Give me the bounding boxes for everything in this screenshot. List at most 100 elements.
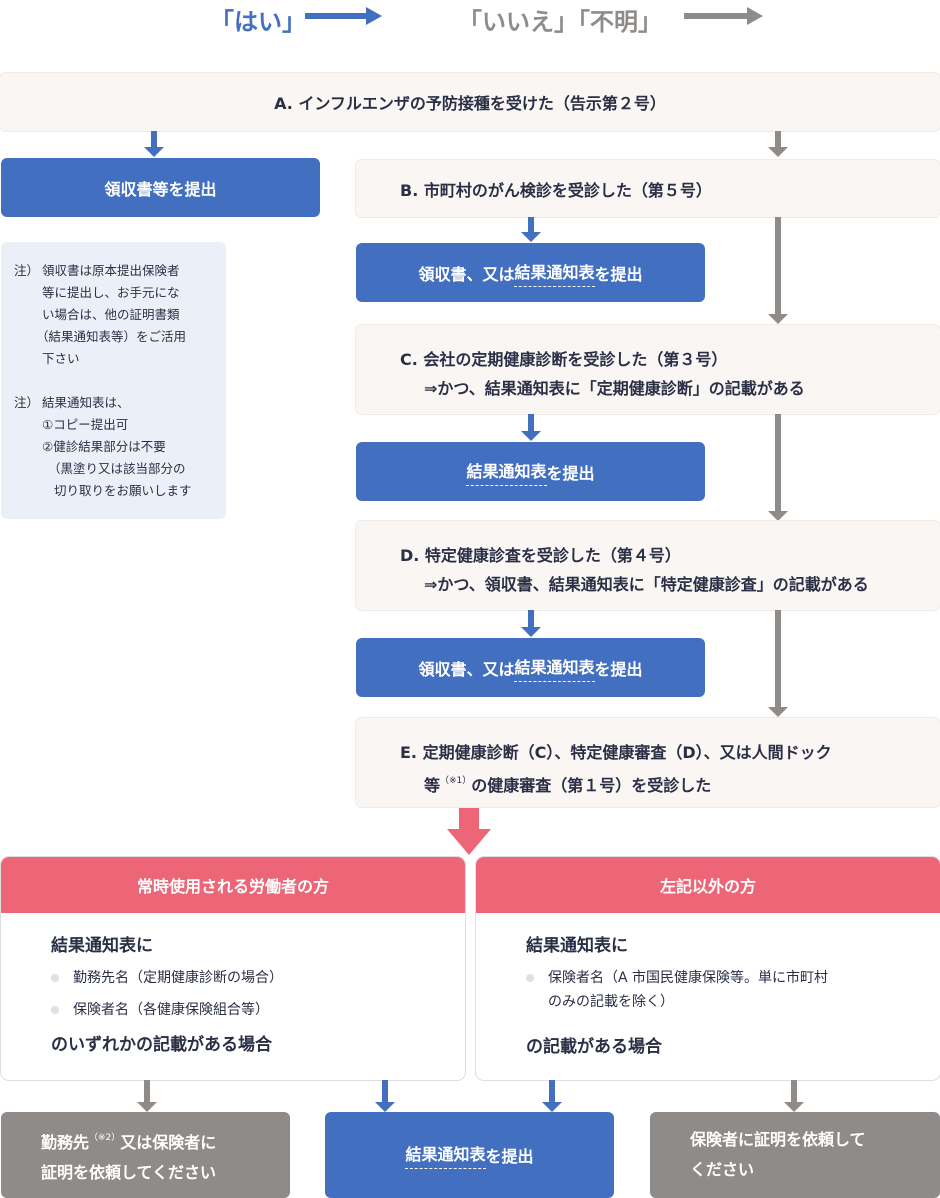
card-regular-worker-footer: のいずれかの記載がある場合	[51, 1035, 272, 1055]
c-yes-arrow-line	[528, 414, 534, 432]
a-no-arrow-line	[775, 131, 781, 148]
action-submit-receipts-label: 領収書等を提出	[104, 179, 217, 199]
question-d-line2: ⇒かつ、領収書、結果通知表に「特定健康診査」の記載がある	[424, 575, 869, 594]
note-1-line: い場合は、他の証明書類	[42, 307, 180, 322]
a-no-arrow-icon	[768, 147, 788, 157]
question-c-line1: C. 会社の定期健康診断を受診した（第３号）	[400, 350, 728, 369]
action-b-post: を提出	[594, 264, 643, 284]
notes-panel: 注） 領収書は原本提出保険者 等に提出し、お手元にな い場合は、他の証明書類 （…	[1, 242, 226, 519]
card-list-item: 保険者名（各健康保険組合等）	[51, 998, 465, 1022]
note-2-line: ②健診結果部分は不要	[42, 439, 166, 454]
card-others-subtitle: 結果通知表に	[526, 936, 628, 956]
question-b: B. 市町村のがん検診を受診した（第５号）	[356, 160, 940, 217]
card-regular-worker: 常時使用される労働者の方 結果通知表に 勤務先名（定期健康診断の場合） 保険者名…	[1, 857, 465, 1080]
question-e: E. 定期健康診断（C）、特定健康審査（D）、又は人間ドック 等（※1）の健康審…	[356, 718, 940, 807]
question-a: A. インフルエンザの予防接種を受けた（告示第２号）	[0, 73, 940, 131]
outcome-ask-insurer: 保険者に証明を依頼して ください	[650, 1112, 940, 1198]
note-2-prefix: 注）	[14, 395, 40, 410]
d-no-arrow-line	[775, 610, 781, 708]
outcome-ask-employer-or-insurer: 勤務先（※2）又は保険者に 証明を依頼してください	[1, 1112, 290, 1198]
action-c-underlined: 結果通知表	[466, 458, 547, 486]
other-no-arrow-icon	[784, 1102, 804, 1112]
question-b-text: B. 市町村のがん検診を受診した（第５号）	[400, 180, 712, 200]
note-2-line: 切り取りをお願いします	[54, 483, 192, 498]
question-d: D. 特定健康診査を受診した（第４号） ⇒かつ、領収書、結果通知表に「特定健康診…	[356, 521, 940, 610]
bullet-icon	[526, 974, 534, 982]
outcome-submit-result-notice: 結果通知表を提出	[325, 1112, 614, 1198]
b-no-arrow-icon	[768, 314, 788, 324]
legend-no-label: 「いいえ」「不明」	[458, 8, 662, 36]
legend-yes-arrow-icon	[366, 7, 382, 25]
outcome-center-post: を提出	[485, 1147, 534, 1166]
question-d-line1: D. 特定健康診査を受診した（第４号）	[400, 546, 681, 565]
action-d-post: を提出	[594, 659, 643, 679]
card-list-item: 保険者名（A 市国民健康保険等。単に市町村	[526, 966, 940, 990]
card-list-item: 勤務先名（定期健康診断の場合）	[51, 966, 465, 990]
action-b-pre: 領収書、又は	[418, 264, 515, 284]
action-submit-receipt-or-result-d: 領収書、又は結果通知表を提出	[356, 638, 705, 697]
legend-yes-arrow-line	[305, 13, 367, 19]
note-1-line: 領収書は原本提出保険者	[42, 263, 180, 278]
c-no-arrow-icon	[768, 511, 788, 521]
card-others: 左記以外の方 結果通知表に 保険者名（A 市国民健康保険等。単に市町村 のみの記…	[476, 857, 940, 1080]
note-1: 注） 領収書は原本提出保険者 等に提出し、お手元にな い場合は、他の証明書類 （…	[14, 260, 226, 370]
card-others-title: 左記以外の方	[476, 857, 940, 913]
other-yes-arrow-icon	[542, 1102, 562, 1112]
action-submit-result-notice: 結果通知表を提出	[356, 442, 705, 501]
d-yes-arrow-icon	[521, 627, 541, 637]
action-d-underlined: 結果通知表	[514, 654, 595, 682]
card-others-footer: の記載がある場合	[526, 1037, 662, 1057]
c-no-arrow-line	[775, 414, 781, 512]
footnote-ref-2: （※2）	[89, 1132, 121, 1143]
action-d-pre: 領収書、又は	[418, 659, 515, 679]
c-yes-arrow-icon	[521, 431, 541, 441]
card-regular-worker-subtitle: 結果通知表に	[51, 936, 153, 956]
b-yes-arrow-line	[528, 217, 534, 233]
question-e-line2-pre: 等	[424, 776, 441, 795]
bullet-icon	[51, 974, 59, 982]
note-2-line: 結果通知表は、	[42, 395, 130, 410]
b-yes-arrow-icon	[521, 232, 541, 242]
question-e-line1: E. 定期健康診断（C）、特定健康審査（D）、又は人間ドック	[400, 743, 832, 762]
outcome-right-line1: 保険者に証明を依頼して	[690, 1130, 866, 1149]
note-2-line: （黒塗り又は該当部分の	[48, 461, 186, 476]
other-yes-arrow-line	[549, 1080, 555, 1103]
b-no-arrow-line	[775, 217, 781, 315]
a-yes-arrow-line	[151, 131, 157, 148]
outcome-center-underlined: 結果通知表	[405, 1141, 486, 1169]
worker-no-arrow-line	[144, 1080, 150, 1103]
bullet-icon	[51, 1006, 59, 1014]
card-regular-worker-title: 常時使用される労働者の方	[1, 857, 465, 913]
note-2-line: ①コピー提出可	[42, 417, 129, 432]
d-yes-arrow-line	[528, 610, 534, 628]
legend-yes-label: 「はい」	[210, 8, 306, 36]
note-1-line: （結果通知表等）をご活用	[36, 329, 187, 344]
question-a-text: A. インフルエンザの予防接種を受けた（告示第２号）	[274, 94, 666, 113]
question-c: C. 会社の定期健康診断を受診した（第３号） ⇒かつ、結果通知表に「定期健康診断…	[356, 325, 940, 414]
card-list-item-text: 保険者名（A 市国民健康保険等。単に市町村	[548, 970, 829, 986]
question-e-line2-post: の健康審査（第１号）を受診した	[471, 776, 712, 795]
worker-yes-arrow-line	[382, 1080, 388, 1103]
action-submit-receipts: 領収書等を提出	[1, 158, 320, 217]
split-arrow-icon	[447, 829, 491, 855]
legend-no-arrow-icon	[747, 7, 763, 25]
worker-no-arrow-icon	[137, 1102, 157, 1112]
action-submit-receipt-or-result: 領収書、又は結果通知表を提出	[356, 243, 705, 302]
card-list-item-continued: のみの記載を除く）	[526, 990, 940, 1014]
note-1-line: 等に提出し、お手元にな	[42, 285, 180, 300]
worker-yes-arrow-icon	[375, 1102, 395, 1112]
footnote-ref-1: （※1）	[440, 776, 472, 786]
card-list-item-text: 勤務先名（定期健康診断の場合）	[73, 970, 283, 986]
split-arrow-stem	[459, 808, 479, 830]
a-yes-arrow-icon	[144, 147, 164, 157]
outcome-left-post: 又は保険者に	[120, 1132, 217, 1152]
note-2: 注） 結果通知表は、 ①コピー提出可 ②健診結果部分は不要 （黒塗り又は該当部分…	[14, 392, 226, 502]
outcome-left-pre: 勤務先	[41, 1132, 90, 1152]
outcome-right-line2: ください	[690, 1160, 755, 1179]
note-1-prefix: 注）	[14, 263, 40, 278]
d-no-arrow-icon	[768, 707, 788, 717]
outcome-left-line2: 証明を依頼してください	[41, 1162, 217, 1182]
note-1-line: 下さい	[42, 351, 80, 366]
action-c-post: を提出	[546, 463, 595, 483]
action-b-underlined: 結果通知表	[514, 259, 595, 287]
